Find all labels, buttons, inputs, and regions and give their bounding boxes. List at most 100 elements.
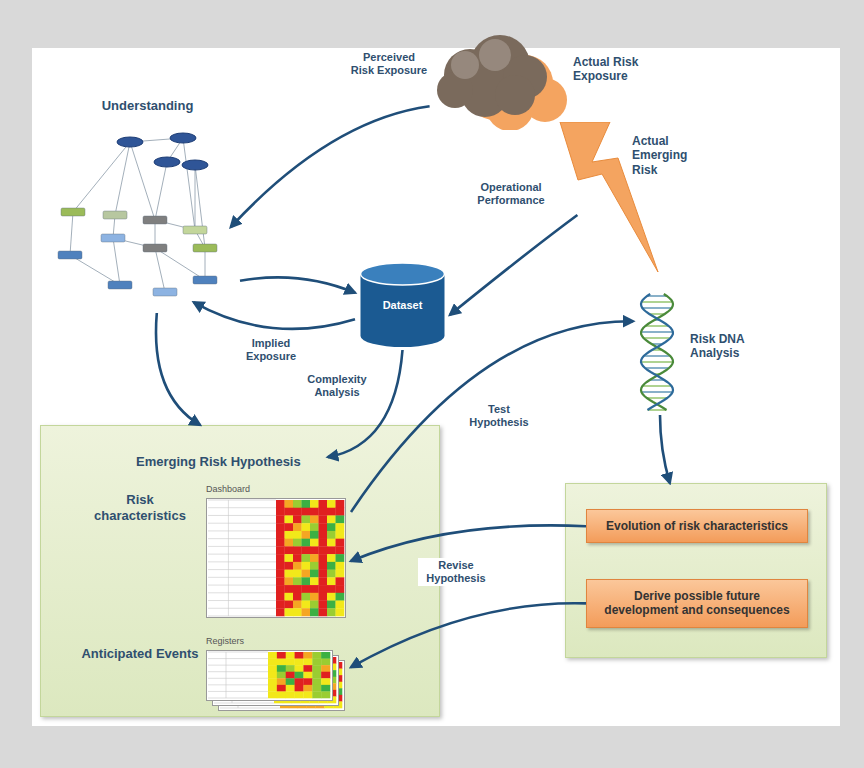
heatmap-cell	[327, 515, 336, 523]
heatmap-cell	[293, 593, 302, 601]
connector-arrow	[194, 302, 355, 329]
table-rule	[226, 652, 227, 698]
heatmap-cell	[327, 570, 336, 578]
heatmap-cell	[302, 515, 311, 523]
node-text: Dashboard	[206, 484, 306, 495]
edge-label: Perceived Risk Exposure	[348, 50, 430, 78]
heatmap-cell	[321, 691, 330, 698]
graph-link	[130, 142, 155, 220]
heatmap-cell	[327, 500, 336, 508]
heatmap-cell	[327, 608, 336, 616]
connector-arrow	[450, 215, 577, 315]
orange-box: Evolution of risk characteristics	[586, 509, 808, 543]
heatmap-cell	[321, 685, 330, 692]
dna-rung	[642, 385, 671, 386]
dna-rung	[644, 355, 671, 356]
outcome-panel: Evolution of risk characteristicsDerive …	[565, 483, 827, 658]
dna-rung	[641, 331, 673, 332]
heatmap-cell	[302, 593, 311, 601]
heatmap-cell	[276, 508, 285, 516]
heatmap-cell	[327, 508, 336, 516]
heatmap-cell	[303, 659, 312, 666]
heatmap-cell	[310, 546, 319, 554]
heatmap-cell	[268, 672, 277, 679]
node-text: Actual Emerging Risk	[632, 134, 707, 177]
graph-box	[143, 216, 167, 224]
heatmap-cell	[310, 570, 319, 578]
heatmap-cell	[319, 523, 328, 531]
table-rule	[208, 665, 268, 666]
heatmap-cell	[327, 531, 336, 539]
table-rule	[220, 708, 280, 709]
dna-strand	[641, 294, 673, 410]
heatmap-cell	[319, 546, 328, 554]
table-rule	[208, 507, 276, 508]
heatmap-cell	[319, 515, 328, 523]
heatmap-cell	[319, 539, 328, 547]
heatmap-cell	[336, 577, 345, 585]
table-rule	[208, 569, 276, 570]
cloud-node: Actual Risk Exposure	[425, 35, 655, 130]
table-rule	[208, 678, 268, 679]
heatmap-cell	[336, 554, 345, 562]
heatmap-cell	[286, 665, 295, 672]
cylinder-top	[361, 263, 445, 285]
node-text: Evolution of risk characteristics	[597, 519, 797, 533]
node-text: Understanding	[55, 98, 240, 114]
table-rule	[208, 546, 276, 547]
heatmap-cell	[312, 691, 321, 698]
graph-box	[108, 281, 132, 289]
connector-arrow	[328, 350, 403, 457]
connector-arrow	[351, 321, 633, 512]
table-rule	[208, 652, 268, 653]
node-text: Anticipated Events	[81, 646, 199, 662]
node-text: Registers	[206, 636, 306, 647]
table-rule	[228, 500, 229, 616]
dashboard-block: Risk characteristics Dashboard	[81, 484, 351, 624]
heatmap-cell	[312, 678, 321, 685]
heatmap-cell	[302, 562, 311, 570]
heatmap-cell	[319, 601, 328, 609]
graph-box	[193, 244, 217, 252]
heatmap-cell	[336, 593, 345, 601]
heatmap-cell	[302, 608, 311, 616]
heatmap-cell	[319, 608, 328, 616]
table-rule	[208, 616, 276, 617]
table-rule	[208, 538, 276, 539]
graph-box	[101, 234, 125, 242]
heatmap-cell	[310, 523, 319, 531]
heatmap-cell	[276, 500, 285, 508]
heatmap-cell	[319, 577, 328, 585]
heatmap-cell	[293, 577, 302, 585]
graph-box	[193, 276, 217, 284]
heatmap-cell	[268, 659, 277, 666]
dna-rung	[644, 337, 671, 338]
heatmap-cell	[327, 577, 336, 585]
heatmap-cell	[277, 685, 286, 692]
heatmap-cell	[302, 531, 311, 539]
heatmap-cell	[276, 570, 285, 578]
table-rule	[208, 608, 276, 609]
heatmap-cell	[327, 601, 336, 609]
heatmap-cell	[295, 659, 304, 666]
heatmap-cell	[285, 531, 294, 539]
heatmap-cell	[295, 685, 304, 692]
dna-rung	[645, 325, 668, 326]
hypothesis-panel: Emerging Risk HypothesisRisk characteris…	[40, 425, 440, 717]
table-rule	[208, 691, 268, 692]
heatmap-cell	[286, 691, 295, 698]
dna-rung	[645, 367, 669, 368]
heatmap-cell	[293, 608, 302, 616]
dashboard-image	[206, 498, 346, 618]
graph-link	[195, 165, 205, 248]
edge-label: Implied Exposure	[240, 336, 302, 364]
heatmap-cell	[319, 570, 328, 578]
heatmap-cell	[302, 601, 311, 609]
node-text: Risk characteristics	[81, 492, 199, 523]
table-rule	[208, 530, 276, 531]
heatmap-cell	[302, 585, 311, 593]
graph-link	[183, 138, 195, 230]
heatmap-cell	[285, 508, 294, 516]
graph-link	[73, 142, 130, 212]
heatmap-cell	[319, 500, 328, 508]
